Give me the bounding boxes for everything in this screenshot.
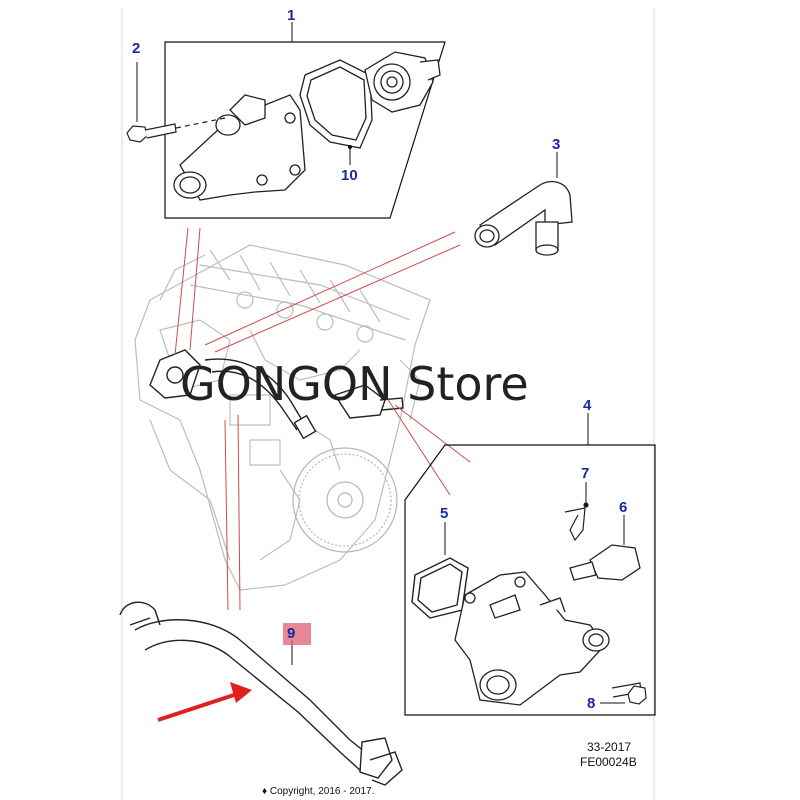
copyright-text: ♦ Copyright, 2016 - 2017. [262, 786, 374, 797]
callout-7: 7 [581, 465, 589, 482]
flywheel [292, 447, 398, 553]
bolt-2 [126, 62, 226, 143]
clip-7 [564, 482, 589, 542]
gasket [299, 59, 373, 149]
callout-2: 2 [132, 40, 140, 57]
reference-code-line2: FE00024B [580, 755, 637, 769]
sensor-6 [569, 515, 641, 581]
callout-10: 10 [341, 167, 358, 184]
gasket-5 [411, 522, 469, 619]
thermostat [364, 51, 441, 113]
callout-9: 9 [287, 625, 295, 642]
thermostat-housing [173, 94, 306, 201]
leader-lines [174, 227, 471, 611]
callout-5: 5 [440, 505, 448, 522]
callout-3: 3 [552, 136, 560, 153]
highlight-marker-9 [283, 623, 311, 645]
hose-3 [474, 152, 573, 256]
callout-6: 6 [619, 499, 627, 516]
leader-10-dot [348, 145, 352, 149]
watermark-text: GONGON Store [180, 357, 529, 411]
coolant-outlet-housing [454, 571, 610, 706]
group-box-4 [404, 413, 656, 716]
engine-block [134, 244, 431, 591]
callout-4: 4 [583, 397, 592, 414]
engine-hoses [149, 349, 404, 440]
reference-code-line1: 33-2017 [587, 740, 631, 754]
red-pointer-arrow [157, 682, 252, 722]
group-box-1 [164, 22, 446, 219]
callout-1: 1 [287, 7, 295, 24]
callout-8: 8 [587, 695, 595, 712]
bolt-8 [600, 682, 647, 705]
hose-9 [119, 601, 403, 786]
